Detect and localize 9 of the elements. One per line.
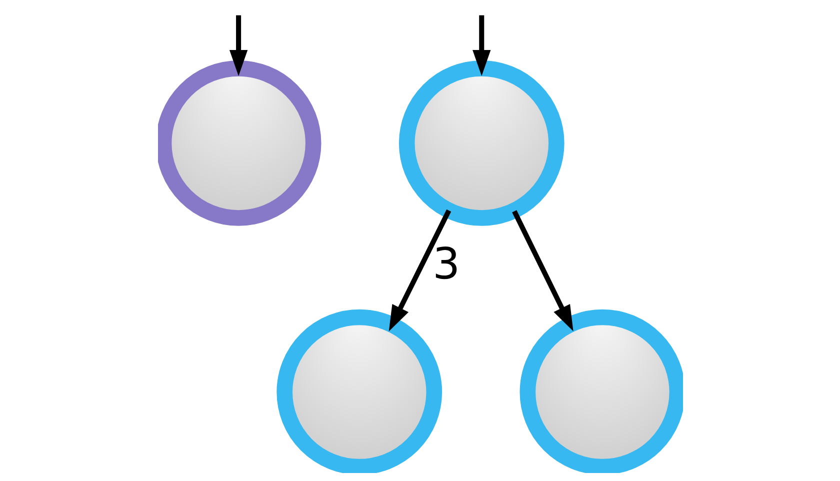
node-circle xyxy=(398,60,564,226)
edge-label: 3 xyxy=(432,239,460,290)
node-circle xyxy=(519,309,682,473)
node-circle xyxy=(158,60,321,226)
arrow xyxy=(228,15,248,76)
arrow xyxy=(388,209,451,332)
arrow xyxy=(512,210,573,332)
node-circle xyxy=(276,309,442,473)
arrow xyxy=(472,15,490,76)
